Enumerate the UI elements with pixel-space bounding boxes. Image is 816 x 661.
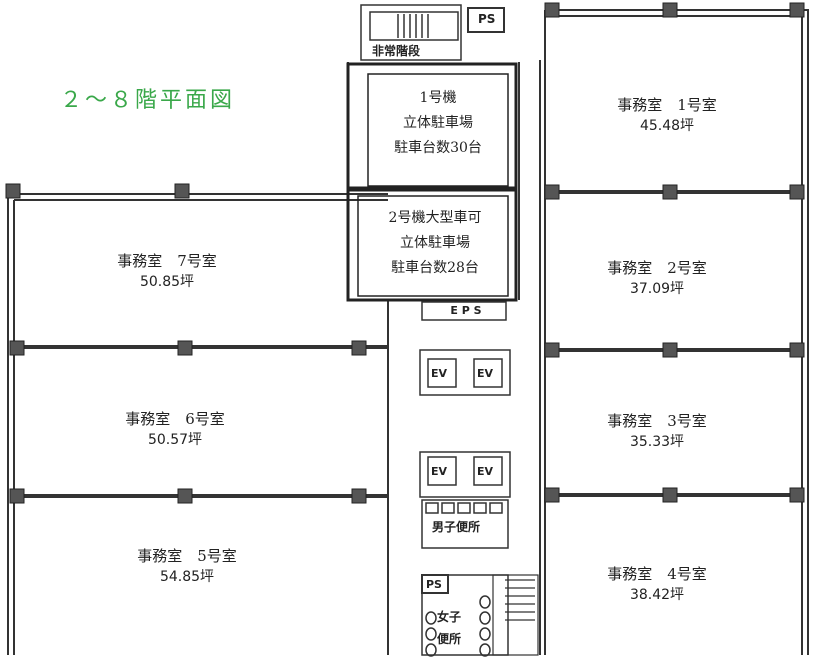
- toilet: [425, 643, 437, 657]
- ev-label: EV: [431, 465, 448, 478]
- column: [544, 2, 560, 18]
- column: [789, 184, 805, 200]
- urinal: [457, 502, 471, 514]
- room-5-name: 事務室 5号室: [137, 547, 237, 565]
- column: [177, 488, 193, 504]
- room-3-area: 35.33坪: [629, 434, 685, 450]
- elevator-hall-lower: [419, 451, 511, 498]
- emergency-stairs-box: [360, 4, 462, 61]
- parking-1-label: 1号機 立体駐車場 駐車台数30台: [378, 86, 498, 161]
- right-wing-outer-wall: [545, 9, 809, 655]
- eps-label: E P S: [450, 304, 482, 317]
- parking-block-1: [346, 62, 518, 190]
- ps-bottom-box: [421, 574, 449, 594]
- toilet: [479, 611, 491, 625]
- parking-block-2-inner: [357, 195, 509, 297]
- toilet: [425, 627, 437, 641]
- room-3-name: 事務室 3号室: [607, 412, 707, 430]
- column: [5, 183, 21, 199]
- room-1: 事務室 1号室 45.48坪: [592, 94, 742, 135]
- column: [9, 340, 25, 356]
- toilet: [479, 627, 491, 641]
- room-5: 事務室 5号室 54.85坪: [112, 545, 262, 586]
- parking-2-line3: 駐車台数28台: [391, 260, 479, 276]
- parking-1-line1: 1号機: [419, 90, 457, 106]
- parking-2-label: 2号機大型車可 立体駐車場 駐車台数28台: [368, 206, 502, 281]
- ps-top-label: PS: [478, 12, 496, 26]
- urinal: [473, 502, 487, 514]
- column: [544, 342, 560, 358]
- eps-box: [421, 301, 507, 321]
- bottom-stairs-box: [492, 574, 539, 656]
- room-6: 事務室 6号室 50.57坪: [100, 408, 250, 449]
- toilet: [479, 643, 491, 657]
- column: [789, 342, 805, 358]
- ev-label: EV: [477, 367, 494, 380]
- column: [789, 2, 805, 18]
- column: [789, 487, 805, 503]
- ev-label: EV: [477, 465, 494, 478]
- column: [544, 184, 560, 200]
- urinal: [441, 502, 455, 514]
- room-6-area: 50.57坪: [147, 432, 203, 448]
- emergency-stairs-inner: [369, 11, 459, 41]
- room-1-area: 45.48坪: [639, 118, 695, 134]
- elevator-car-3: [427, 456, 457, 486]
- stairs-bottom: [492, 574, 539, 656]
- elevator-car-1: [427, 358, 457, 388]
- elevator-hall-upper: [419, 349, 511, 396]
- elevator-car-4: [473, 456, 503, 486]
- page-title: ２～８階平面図: [60, 88, 236, 113]
- emergency-stairs-label: 非常階段: [372, 44, 421, 58]
- toilet: [425, 611, 437, 625]
- parking-block-2: [346, 188, 518, 302]
- column: [174, 183, 190, 199]
- room-6-name: 事務室 6号室: [125, 410, 225, 428]
- mens-restroom-box: [421, 499, 509, 549]
- column: [662, 184, 678, 200]
- column: [662, 487, 678, 503]
- room-7: 事務室 7号室 50.85坪: [92, 250, 242, 291]
- room-7-area: 50.85坪: [139, 274, 195, 290]
- columns: [5, 2, 805, 504]
- room-2-name: 事務室 2号室: [607, 259, 707, 277]
- restrooms: [421, 499, 509, 657]
- parking-1-line2: 立体駐車場: [403, 115, 473, 131]
- ev-label: EV: [431, 367, 448, 380]
- column: [177, 340, 193, 356]
- ps-top-box: [467, 7, 505, 33]
- parking-1-line3: 駐車台数30台: [394, 140, 482, 156]
- ps-bottom-label: PS: [426, 578, 442, 591]
- room-4: 事務室 4号室 38.42坪: [582, 563, 732, 604]
- room-7-name: 事務室 7号室: [117, 252, 217, 270]
- elevators: [419, 349, 511, 498]
- room-2-area: 37.09坪: [629, 281, 685, 297]
- room-1-name: 事務室 1号室: [617, 96, 717, 114]
- room-5-area: 54.85坪: [159, 569, 215, 585]
- parking-blocks: [346, 62, 518, 302]
- womens-restroom-box: [421, 574, 509, 656]
- column: [351, 340, 367, 356]
- room-4-area: 38.42坪: [629, 587, 685, 603]
- column: [9, 488, 25, 504]
- womens-restroom-label-2: 便所: [437, 632, 462, 646]
- toilet: [479, 595, 491, 609]
- parking-2-line2: 立体駐車場: [400, 235, 470, 251]
- room-4-name: 事務室 4号室: [607, 565, 707, 583]
- mens-restroom-label: 男子便所: [432, 520, 481, 534]
- urinal: [489, 502, 503, 514]
- urinal: [425, 502, 439, 514]
- stairs-top: [360, 4, 507, 321]
- womens-restroom-label-1: 女子: [437, 610, 462, 624]
- column: [662, 342, 678, 358]
- room-3: 事務室 3号室 35.33坪: [582, 410, 732, 451]
- parking-block-1-inner: [367, 73, 509, 187]
- column: [544, 487, 560, 503]
- column: [351, 488, 367, 504]
- parking-2-line1: 2号機大型車可: [388, 210, 482, 226]
- column: [662, 2, 678, 18]
- elevator-car-2: [473, 358, 503, 388]
- room-2: 事務室 2号室 37.09坪: [582, 257, 732, 298]
